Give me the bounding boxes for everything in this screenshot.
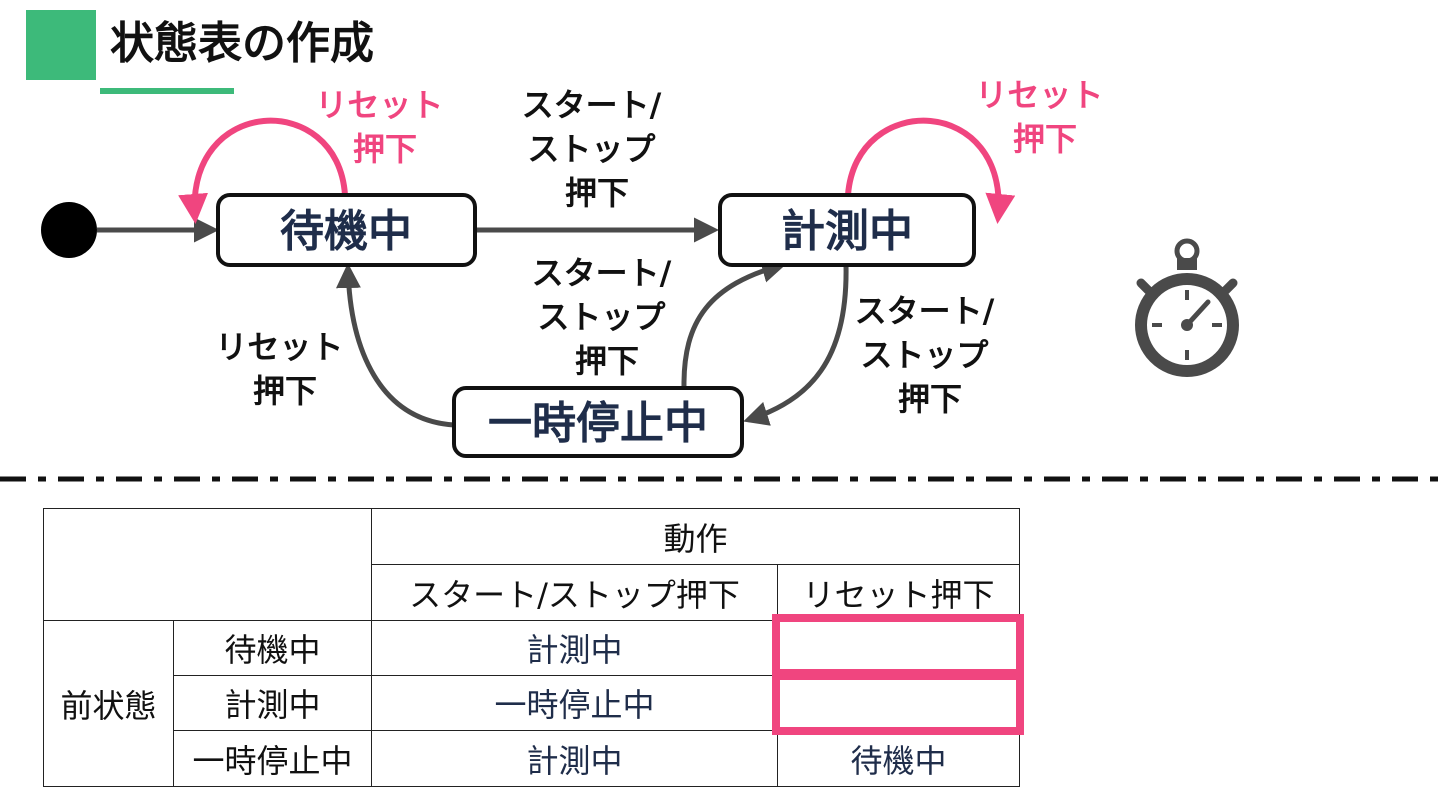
initial-state-dot xyxy=(41,202,97,258)
measuring-to-paused-arrow xyxy=(743,264,849,426)
table-row: 計測中 一時停止中 xyxy=(44,675,1021,731)
state-measuring: 計測中 xyxy=(718,193,976,267)
title-marker xyxy=(26,10,96,80)
action-header: 動作 xyxy=(370,508,1021,565)
paused-to-measuring-arrow xyxy=(681,258,787,389)
paused-to-idle-arrow xyxy=(335,263,455,428)
cell-start: 一時停止中 xyxy=(371,675,778,731)
state-paused-label: 一時停止中 xyxy=(488,398,708,449)
reset-paused-label: リセット 押下 xyxy=(215,328,354,410)
start-idle-label: スタート/ ストップ 押下 xyxy=(522,86,673,212)
row-header-state: 待機中 xyxy=(173,620,372,676)
state-idle-label: 待機中 xyxy=(280,206,412,257)
reset-loop-idle-arrow xyxy=(178,117,348,224)
reset-measuring-label: リセット 押下 xyxy=(975,76,1114,158)
reset-loop-measuring-arrow xyxy=(845,117,1016,224)
start-paused-label: スタート/ ストップ 押下 xyxy=(532,254,683,380)
table-row: 一時停止中 計測中 待機中 xyxy=(44,730,1021,787)
cell-reset-blank xyxy=(776,620,1021,676)
table-corner-cell xyxy=(43,508,372,621)
reset-idle-label: リセット 押下 xyxy=(315,86,454,168)
table-row: 前状態 待機中 計測中 xyxy=(43,620,1021,787)
col-header-reset: リセット押下 xyxy=(776,564,1021,621)
state-diagram: 待機中 計測中 一時停止中 リセット 押下 スタート/ ストップ 押下 リセット… xyxy=(41,76,1239,458)
col-header-start-stop: スタート/ストップ押下 xyxy=(371,564,778,621)
highlight-blank-cell-measuring xyxy=(772,672,1024,735)
page-title: 状態表の作成 xyxy=(110,18,374,69)
section-divider xyxy=(0,476,1440,482)
stopwatch-icon xyxy=(1135,238,1239,377)
highlight-blank-cell-idle xyxy=(772,614,1024,677)
cell-reset: 待機中 xyxy=(776,730,1021,787)
row-group-header: 前状態 xyxy=(43,620,174,787)
cell-start: 計測中 xyxy=(371,620,778,676)
title-underline xyxy=(100,88,234,94)
state-paused: 一時停止中 xyxy=(452,386,744,458)
state-measuring-label: 計測中 xyxy=(781,206,913,257)
state-idle: 待機中 xyxy=(216,193,477,267)
state-table: 動作 スタート/ストップ押下 リセット押下 前状態 待機中 計測中 計測中 一時… xyxy=(43,508,1021,787)
start-measuring-label: スタート/ ストップ 押下 xyxy=(855,292,1006,418)
row-header-state: 計測中 xyxy=(173,675,372,731)
row-header-state: 一時停止中 xyxy=(173,730,372,787)
cell-start: 計測中 xyxy=(371,730,778,787)
